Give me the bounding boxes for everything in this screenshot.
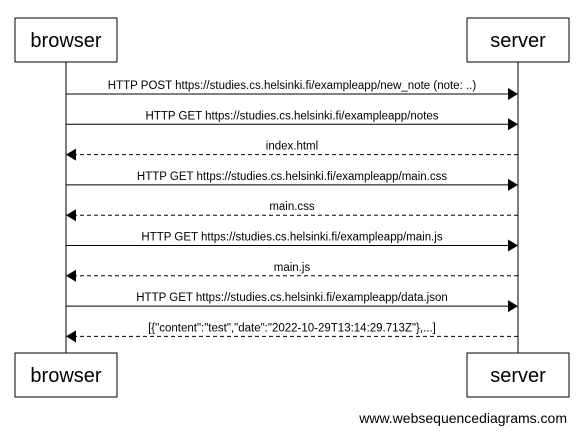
actor-label: server — [490, 30, 546, 52]
arrowhead — [66, 209, 76, 222]
watermark-text: www.websequencediagrams.com — [359, 410, 567, 426]
message-label: index.html — [266, 141, 318, 153]
message-label: main.css — [269, 201, 315, 213]
actors: browser browser server server — [14, 17, 570, 398]
message-9: [{"content":"test","date":"2022-10-29T13… — [66, 322, 518, 343]
actor-label: browser — [30, 30, 101, 52]
message-label: [{"content":"test","date":"2022-10-29T13… — [148, 322, 436, 334]
actor-box — [14, 352, 118, 398]
message-5: main.css — [66, 201, 518, 222]
message-6: HTTP GET https://studies.cs.helsinki.fi/… — [66, 232, 518, 252]
arrowhead — [66, 148, 76, 161]
message-label: HTTP GET https://studies.cs.helsinki.fi/… — [141, 232, 443, 244]
actor-browser-bottom: browser — [14, 352, 118, 398]
actor-browser-top: browser — [14, 17, 118, 63]
actor-box — [466, 352, 570, 398]
arrowhead — [508, 239, 518, 252]
actor-server-bottom: server — [466, 352, 570, 398]
message-1: HTTP POST https://studies.cs.helsinki.fi… — [66, 80, 518, 100]
message-label: HTTP GET https://studies.cs.helsinki.fi/… — [137, 171, 447, 183]
message-2: HTTP GET https://studies.cs.helsinki.fi/… — [66, 110, 518, 131]
message-8: HTTP GET https://studies.cs.helsinki.fi/… — [66, 292, 518, 313]
arrowhead — [66, 330, 76, 343]
message-label: HTTP POST https://studies.cs.helsinki.fi… — [108, 80, 477, 92]
actor-server-top: server — [466, 17, 570, 63]
actor-label: browser — [30, 365, 101, 387]
message-label: main.js — [274, 262, 311, 274]
message-3: index.html — [66, 141, 518, 161]
message-label: HTTP GET https://studies.cs.helsinki.fi/… — [146, 110, 439, 122]
actor-box — [14, 17, 118, 63]
arrowhead — [508, 88, 518, 100]
arrowhead — [66, 269, 76, 282]
message-4: HTTP GET https://studies.cs.helsinki.fi/… — [66, 171, 518, 191]
arrowhead — [508, 300, 518, 313]
arrowhead — [508, 178, 518, 191]
actor-label: server — [490, 365, 546, 387]
message-7: main.js — [66, 262, 518, 282]
message-label: HTTP GET https://studies.cs.helsinki.fi/… — [136, 292, 448, 304]
lifelines — [65, 62, 519, 353]
arrowhead — [508, 118, 518, 131]
messages: HTTP POST https://studies.cs.helsinki.fi… — [66, 80, 518, 343]
actor-box — [466, 17, 570, 63]
